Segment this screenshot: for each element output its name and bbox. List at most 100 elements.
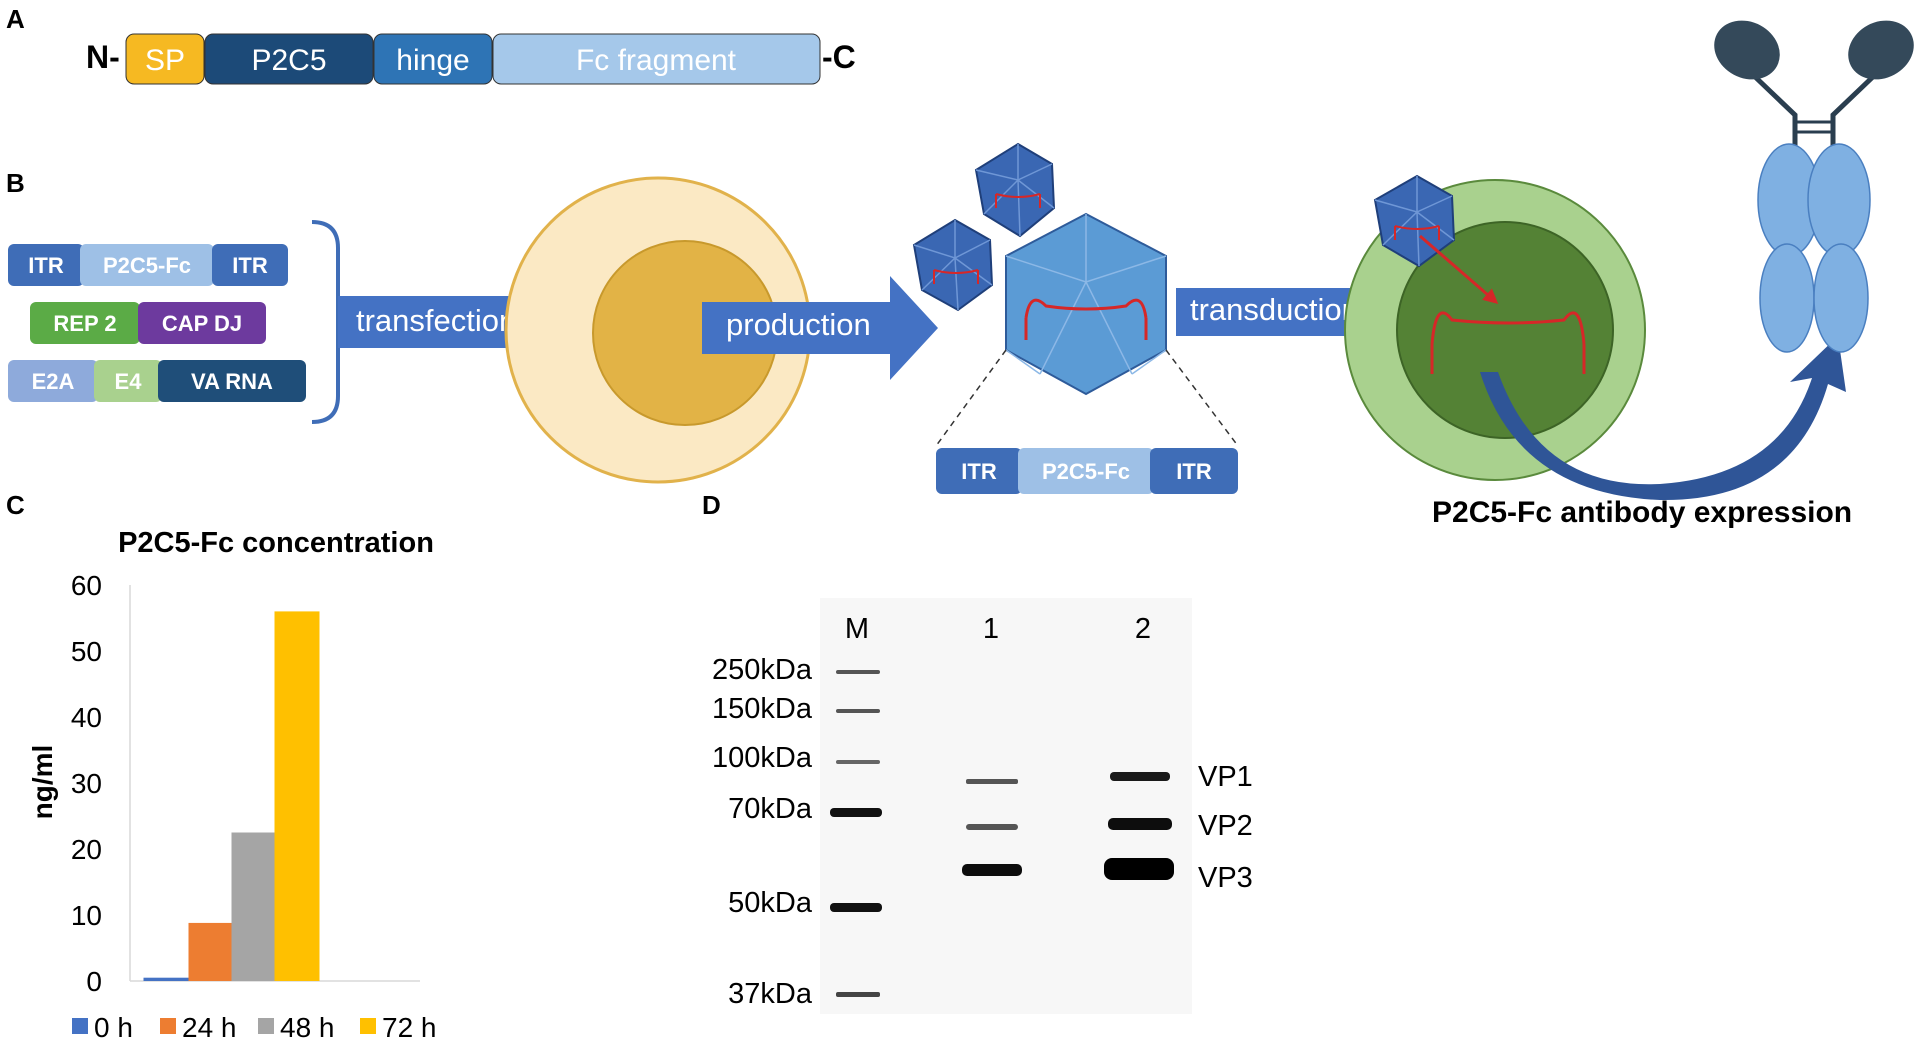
lane-label-1: 1: [983, 613, 999, 645]
ladder-band-250: [836, 670, 880, 674]
zoom-line-left: [935, 349, 1007, 447]
legend-label: 72 h: [382, 1012, 437, 1043]
legend-swatch: [360, 1018, 376, 1034]
itr-box-right: [212, 244, 288, 286]
y-tick-label: 0: [86, 966, 102, 997]
e2a-label: E2A: [32, 369, 75, 394]
band-label-vp2: VP2: [1198, 810, 1253, 842]
lane1-vp2-band: [966, 824, 1018, 830]
transfection-label: transfection: [356, 303, 516, 338]
bar-0h: [143, 977, 189, 981]
band-label-vp3: VP3: [1198, 862, 1253, 894]
genome-itr-right-label: ITR: [1176, 459, 1212, 484]
rep2-box: [30, 302, 140, 344]
expression-caption: P2C5-Fc antibody expression: [1432, 496, 1852, 529]
n-terminus-label: N-: [86, 39, 120, 75]
ladder-band-70: [830, 808, 882, 817]
capdj-label: CAP DJ: [162, 311, 242, 336]
capdj-box: [138, 302, 266, 344]
lane1-vp3-band: [962, 864, 1022, 876]
itr-label-left: ITR: [28, 253, 64, 278]
panel-letter-c: C: [6, 490, 25, 520]
genome-p2c5fc: [1018, 448, 1154, 494]
genome-delivery-arrow: [1419, 234, 1499, 304]
e4-label: E4: [115, 369, 143, 394]
marker-label-150: 150kDa: [712, 693, 813, 725]
marker-label-50: 50kDa: [728, 887, 813, 919]
fc-segment: [492, 33, 821, 85]
y-tick-label: 40: [71, 702, 102, 733]
legend-label: 24 h: [182, 1012, 237, 1043]
hinge-segment-label: hinge: [396, 44, 469, 77]
production-arrow: [702, 276, 938, 380]
chart-legend: 0 h 24 h 48 h 72 h: [72, 1012, 437, 1043]
marker-label-70: 70kDa: [728, 793, 813, 825]
legend-label: 48 h: [280, 1012, 335, 1043]
varna-box: [158, 360, 306, 402]
panel-letter-d: D: [702, 490, 721, 520]
antibody-icon: [1714, 20, 1914, 353]
ladder-band-100: [836, 760, 880, 764]
bar-48h: [231, 832, 277, 981]
episome-genome: [1430, 311, 1586, 374]
c-terminus-label: -C: [822, 39, 856, 75]
lane2-vp2-band: [1108, 818, 1172, 830]
panel-b: B ITR P2C5-Fc ITR REP 2 CAP DJ E2A E4 VA…: [6, 20, 1914, 529]
ladder-band-37: [836, 992, 880, 997]
bar-72h: [274, 611, 320, 981]
y-tick-label: 60: [71, 570, 102, 601]
lane-label-m: M: [845, 613, 869, 645]
aav-capsid-entering: [1373, 174, 1456, 268]
genome-itr-left-label: ITR: [961, 459, 997, 484]
panel-letter-b: B: [6, 168, 25, 198]
itr-label-right: ITR: [232, 253, 268, 278]
lane2-vp3-band: [1104, 858, 1174, 880]
gel-background: [820, 598, 1192, 1014]
sp-segment: [125, 33, 205, 85]
chart-title: P2C5-Fc concentration: [118, 527, 434, 559]
fc-segment-label: Fc fragment: [576, 44, 737, 77]
aav-capsid-large: [1005, 212, 1167, 396]
y-axis-label: ng/ml: [27, 745, 58, 820]
legend-swatch: [72, 1018, 88, 1034]
genome-itr-right: [1150, 448, 1238, 494]
band-label-vp1: VP1: [1198, 761, 1253, 793]
y-axis-ticks: 0 10 20 30 40 50 60: [71, 570, 102, 997]
e4-box: [94, 360, 162, 402]
p2c5fc-label: P2C5-Fc: [103, 253, 191, 278]
itr-box-left: [8, 244, 84, 286]
expression-arrow: [1480, 336, 1846, 501]
production-label: production: [726, 307, 871, 342]
sp-segment-label: SP: [145, 44, 185, 77]
y-tick-label: 50: [71, 636, 102, 667]
p2c5-segment: [204, 33, 374, 85]
y-tick-label: 30: [71, 768, 102, 799]
legend-swatch: [160, 1018, 176, 1034]
ladder-band-50: [830, 903, 882, 912]
transduction-label: transduction: [1190, 292, 1359, 327]
zoom-line-right: [1165, 349, 1239, 447]
panel-d: D M 1 2 250kDa 150kDa 100kDa 70kDa 50kDa…: [702, 490, 1253, 1014]
p2c5fc-box: [80, 244, 214, 286]
bar-24h: [188, 922, 234, 981]
lane-label-2: 2: [1135, 613, 1151, 645]
e2a-box: [8, 360, 98, 402]
genome-p2c5fc-label: P2C5-Fc: [1042, 459, 1130, 484]
y-tick-label: 20: [71, 834, 102, 865]
marker-label-250: 250kDa: [712, 654, 813, 686]
legend-label: 0 h: [94, 1012, 133, 1043]
marker-label-100: 100kDa: [712, 742, 813, 774]
hinge-segment: [373, 33, 493, 85]
target-cell-nucleus: [1396, 221, 1614, 439]
legend-swatch: [258, 1018, 274, 1034]
ladder-band-150: [836, 709, 880, 713]
aav-capsid-small-top: [974, 142, 1056, 238]
y-tick-label: 10: [71, 900, 102, 931]
aav-capsid-small-left: [912, 218, 994, 312]
panel-letter-a: A: [6, 4, 25, 34]
plasmid-bracket: [311, 220, 340, 424]
marker-label-37: 37kDa: [728, 978, 813, 1010]
bar-series: [143, 611, 320, 981]
lane1-vp1-band: [966, 779, 1018, 784]
